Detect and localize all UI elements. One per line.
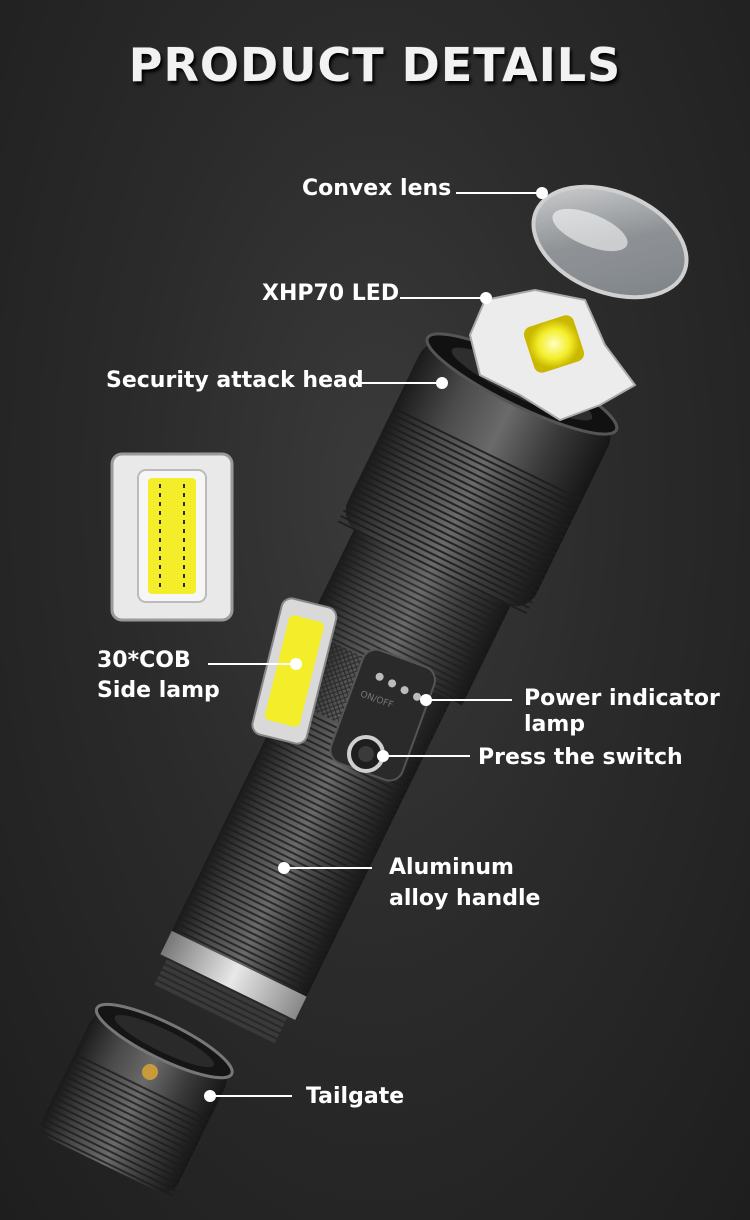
callout-lines — [204, 187, 548, 1102]
label-tailgate: Tailgate — [306, 1084, 405, 1109]
label-power-indicator-line1: Power indicator — [524, 686, 720, 711]
label-xhp70-led: XHP70 LED — [262, 281, 400, 306]
label-convex-lens: Convex lens — [302, 176, 452, 201]
label-cob-line2: Side lamp — [97, 678, 220, 703]
convex-lens — [531, 184, 689, 300]
label-security-attack-head: Security attack head — [106, 368, 364, 393]
label-cob-line1: 30*COB — [97, 648, 191, 673]
cob-inset-image — [110, 452, 234, 622]
page-title: PRODUCT DETAILS — [128, 38, 622, 92]
label-handle-line1: Aluminum — [389, 855, 514, 880]
label-press-switch: Press the switch — [478, 745, 683, 770]
tailgate-cap — [36, 1002, 234, 1198]
label-handle-line2: alloy handle — [389, 886, 541, 911]
label-power-indicator-line2: lamp — [524, 712, 586, 737]
xhp70-led-board — [468, 288, 637, 422]
